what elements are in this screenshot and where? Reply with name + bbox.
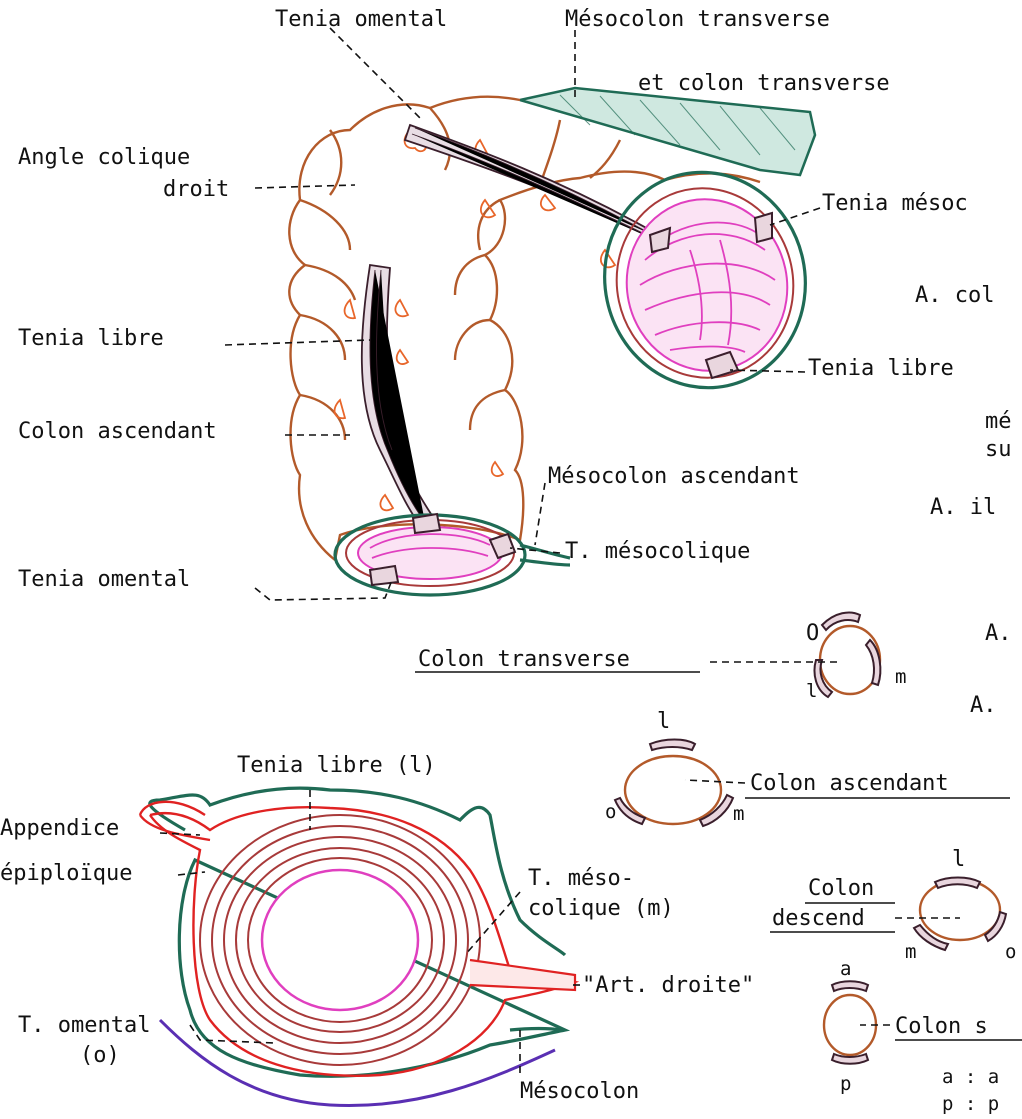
label-t-omental: T. omental	[18, 1013, 150, 1038]
label-angle-colique: Angle colique	[18, 145, 190, 170]
large-cross-section	[140, 788, 575, 1105]
letter-l-descend: l	[952, 847, 965, 872]
label-tenia-libre-left: Tenia libre	[18, 326, 164, 351]
label-art-droite: "Art. droite"	[582, 973, 754, 998]
letter-m-descend: m	[905, 941, 916, 963]
label-colon-ascendant-right: Colon ascendant	[750, 771, 949, 796]
letter-o-descend: o	[1005, 941, 1016, 963]
label-t-mesocolique: T. mésocolique	[565, 539, 750, 564]
label-colon: Colon	[808, 876, 874, 901]
letter-l-transverse: l	[806, 680, 817, 702]
label-colique-m: colique (m)	[528, 896, 674, 921]
letter-m-transverse: m	[895, 666, 906, 688]
label-droit: droit	[163, 177, 229, 202]
mesocolon-ascendant-flap	[520, 545, 570, 565]
label-mesocolon-transverse: Mésocolon transverse	[565, 7, 830, 32]
label-et-colon-transverse: et colon transverse	[638, 71, 890, 96]
label-a-col: A. col	[915, 283, 994, 308]
tenia-mesocolique-on-transverse	[755, 213, 772, 242]
label-colon-s: Colon s	[895, 1014, 988, 1039]
label-a-1: A.	[985, 621, 1012, 646]
label-epiploique: épiploïque	[0, 861, 132, 886]
label-tenia-omental-top: Tenia omental	[275, 7, 447, 32]
label-mesocolon-bottom: Mésocolon	[520, 1079, 639, 1104]
lumen-mucosa	[262, 870, 418, 1010]
main-colon-drawing	[289, 88, 825, 595]
tenia-libre-on-ascending	[413, 514, 440, 533]
section-colon-transverse	[815, 612, 881, 697]
label-o-paren: (o)	[80, 1043, 120, 1068]
label-legend-p: p : p	[942, 1093, 999, 1115]
label-a-2: A.	[970, 693, 997, 718]
art-droite-vessel	[470, 960, 575, 990]
transverse-section-mucosa	[611, 184, 803, 386]
section-colon-sigmoide	[824, 981, 876, 1064]
section-colon-descend	[914, 878, 1006, 951]
letter-m-ascendant: m	[733, 803, 744, 825]
label-a-il: A. il	[930, 495, 996, 520]
letter-a-sigmoide: a	[840, 958, 851, 980]
tenia-omental-on-ascending	[370, 566, 398, 585]
label-tenia-omental-bottom: Tenia omental	[18, 567, 190, 592]
label-legend-a: a : a	[942, 1066, 999, 1088]
label-colon-ascendant-left: Colon ascendant	[18, 419, 217, 444]
label-tenia-libre-l: Tenia libre (l)	[237, 753, 436, 778]
section-colon-ascendant	[615, 740, 733, 827]
letter-p-sigmoide: p	[840, 1073, 851, 1095]
label-tenia-mesoc: Tenia mésoc	[822, 191, 968, 216]
label-tenia-libre-right: Tenia libre	[808, 356, 954, 381]
letter-l-ascendant: l	[657, 709, 670, 734]
omentum-curve	[160, 1020, 555, 1106]
label-t-meso: T. méso-	[528, 866, 634, 891]
label-su: su	[985, 437, 1012, 462]
letter-o-ascendant: o	[605, 801, 616, 823]
label-appendice: Appendice	[0, 816, 119, 841]
label-colon-transverse: Colon transverse	[418, 647, 630, 672]
label-me: mé	[985, 409, 1012, 434]
mesocolon-flap	[510, 1029, 560, 1031]
label-descend: descend	[772, 906, 865, 931]
letter-O-transverse: O	[806, 621, 819, 646]
label-mesocolon-ascendant: Mésocolon ascendant	[548, 464, 800, 489]
